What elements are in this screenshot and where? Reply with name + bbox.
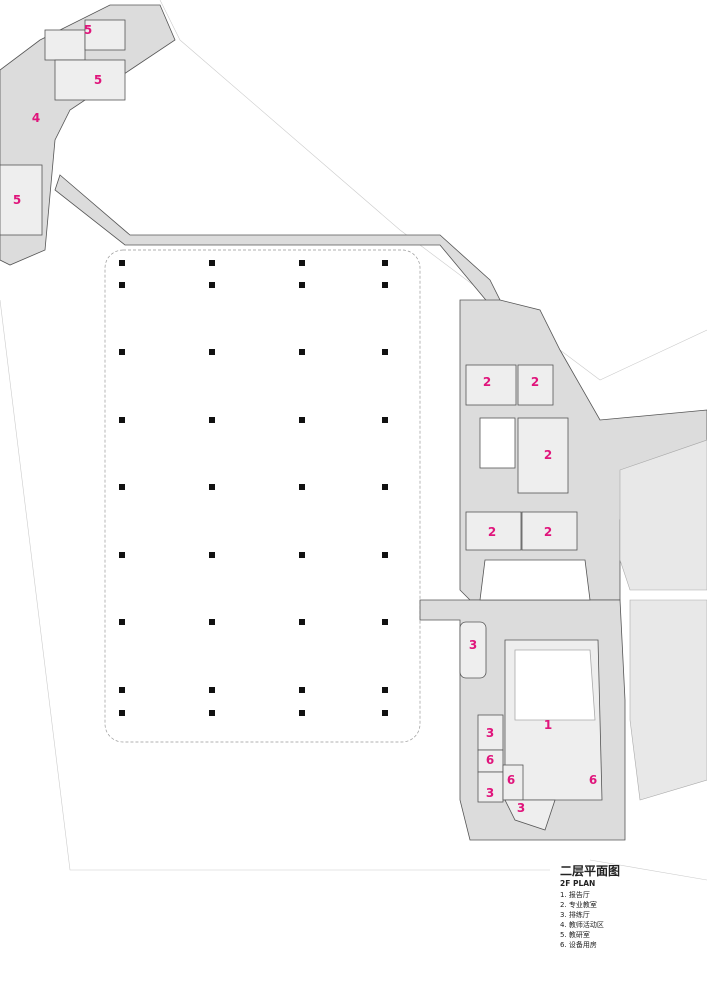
column [119,349,125,355]
column [299,710,305,716]
column [382,710,388,716]
room-labels: 5 5 4 5 2 2 2 2 2 3 1 3 6 6 6 3 3 [13,23,597,815]
room-label-2: 2 [488,525,496,539]
column [119,282,125,288]
room-label-4: 4 [32,111,40,125]
legend-subtitle: 2F PLAN [560,879,596,888]
column [119,619,125,625]
right-site [619,439,707,801]
column [119,710,125,716]
column [299,260,305,266]
room-label-2: 2 [483,375,491,389]
column [382,417,388,423]
legend-item: 6. 设备用房 [560,941,597,949]
room-label-6: 6 [589,773,597,787]
column [209,484,215,490]
column [209,710,215,716]
legend-item: 1. 报告厅 [560,891,590,899]
open-hall-boundary [104,249,421,743]
room-label-5: 5 [94,73,102,87]
column [209,619,215,625]
room-label-6: 6 [486,753,494,767]
column [209,349,215,355]
plan-legend: 二层平面图 2F PLAN 1. 报告厅 2. 专业教室 3. 排练厅 4. 教… [560,862,620,950]
room-label-5: 5 [13,193,21,207]
column [119,260,125,266]
column [382,484,388,490]
column [382,687,388,693]
column [299,484,305,490]
column [209,687,215,693]
room-label-2: 2 [531,375,539,389]
room-label-3: 3 [486,786,494,800]
column [299,349,305,355]
room-label-3: 3 [469,638,477,652]
site-lines [0,0,707,881]
column [299,417,305,423]
room-label-6: 6 [507,773,515,787]
column [299,552,305,558]
column [119,552,125,558]
column [119,417,125,423]
column [209,260,215,266]
room-label-1: 1 [544,718,552,732]
column [382,282,388,288]
column [299,619,305,625]
column [209,282,215,288]
column [382,260,388,266]
legend-item: 5. 教研室 [560,931,590,939]
room-label-5: 5 [84,23,92,37]
legend-item: 4. 教师活动区 [560,921,604,929]
legend-title: 二层平面图 [560,864,621,878]
north-wing [0,4,176,266]
legend-item: 2. 专业教室 [560,901,597,909]
room-label-2: 2 [544,448,552,462]
column [209,417,215,423]
east-block [419,299,707,841]
column [299,687,305,693]
column-grid [119,260,388,716]
room-label-2: 2 [544,525,552,539]
column [299,282,305,288]
column [209,552,215,558]
column [382,619,388,625]
column [382,349,388,355]
column [382,552,388,558]
column [119,687,125,693]
legend-item: 3. 排练厅 [560,911,590,919]
column [119,484,125,490]
room-label-3: 3 [517,801,525,815]
room-label-3: 3 [486,726,494,740]
